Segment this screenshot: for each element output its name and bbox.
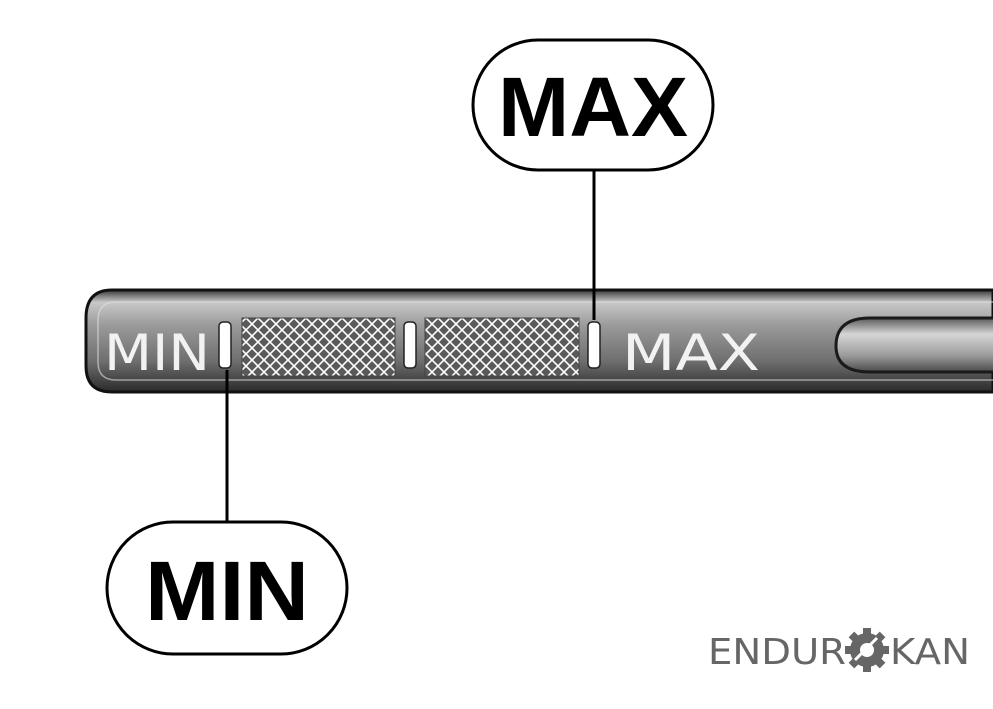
- dipstick-handle-loop: [834, 316, 993, 374]
- min-callout-label: MIN: [145, 544, 309, 638]
- mid-notch: [403, 321, 417, 369]
- min-callout: MIN: [105, 370, 349, 656]
- dipstick-max-label: MAX: [622, 324, 760, 382]
- hatched-zone-upper: [424, 317, 580, 377]
- dipstick-min-label: MIN: [104, 324, 210, 382]
- max-callout: MAX: [471, 38, 715, 320]
- endurokan-watermark: ENDUR KAN: [708, 628, 970, 673]
- gear-icon: [845, 628, 889, 672]
- max-notch: [587, 321, 601, 369]
- max-callout-label: MAX: [498, 60, 688, 154]
- min-notch: [218, 321, 232, 369]
- watermark-text-right: KAN: [890, 632, 970, 673]
- min-callout-bubble: [105, 520, 349, 656]
- watermark-text-left: ENDUR: [708, 632, 846, 673]
- dipstick-inner-groove: [97, 301, 993, 381]
- hatched-zone-lower: [241, 317, 396, 377]
- dipstick: MIN MAX: [84, 288, 993, 394]
